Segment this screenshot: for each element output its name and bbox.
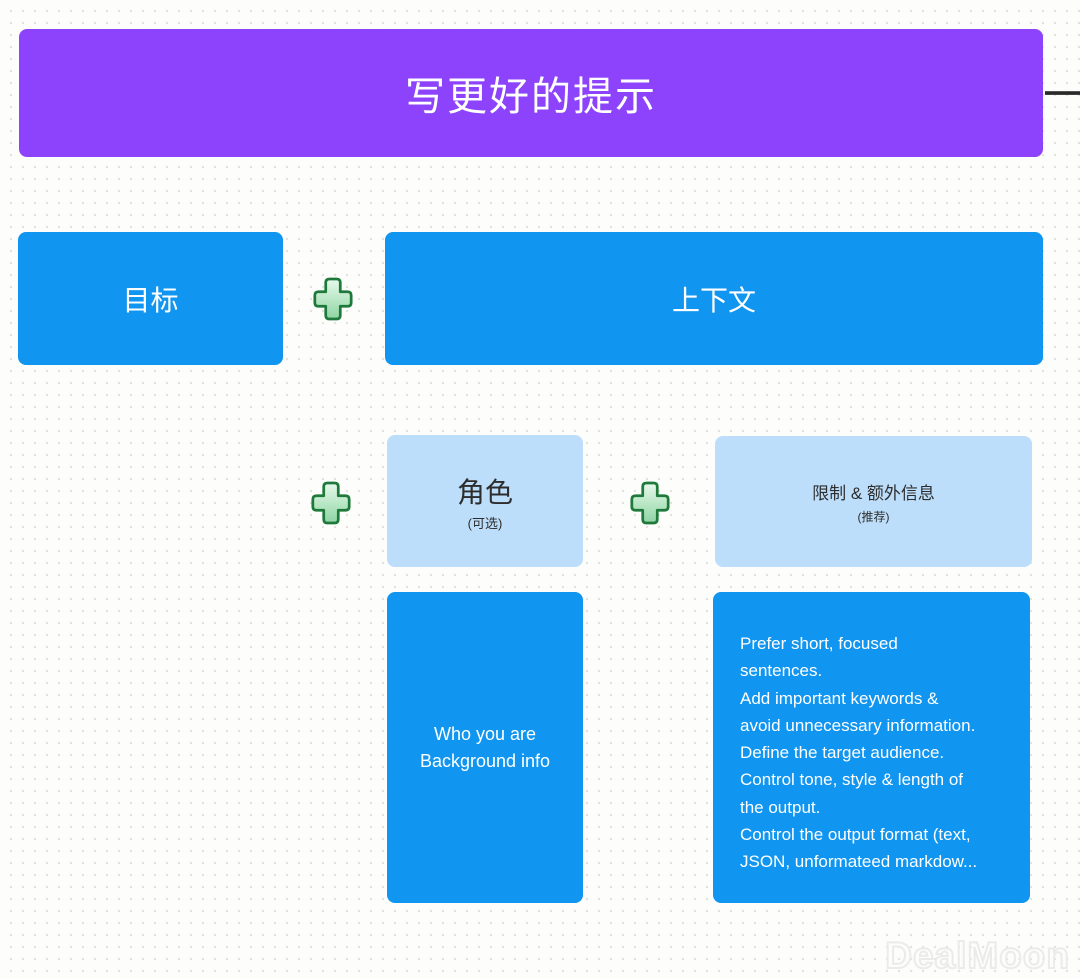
role-node: 角色 (可选) xyxy=(387,435,583,567)
plus-icon xyxy=(630,481,670,525)
role-detail-text: Who you are Background info xyxy=(419,723,551,771)
context-node: 上下文 xyxy=(385,232,1043,365)
goal-label: 目标 xyxy=(122,284,179,316)
role-label: 角色 xyxy=(456,476,513,508)
constraints-detail-node: Prefer short, focused sentences. Add imp… xyxy=(713,592,1030,903)
context-label: 上下文 xyxy=(671,284,756,316)
constraints-label: 限制 & 额外信息 xyxy=(812,483,935,503)
watermark: DealMoon xyxy=(884,934,1070,977)
connector-line xyxy=(1045,91,1080,95)
constraints-sublabel: (推荐) xyxy=(857,509,890,524)
constraints-node: 限制 & 额外信息 (推荐) xyxy=(715,436,1032,567)
role-sublabel: (可选) xyxy=(467,515,503,531)
goal-node: 目标 xyxy=(18,232,283,365)
plus-icon xyxy=(311,481,351,525)
plus-icon xyxy=(313,277,353,321)
page-title: 写更好的提示 xyxy=(405,75,657,119)
role-detail-node: Who you are Background info xyxy=(387,592,583,903)
title-banner: 写更好的提示 xyxy=(19,29,1043,157)
